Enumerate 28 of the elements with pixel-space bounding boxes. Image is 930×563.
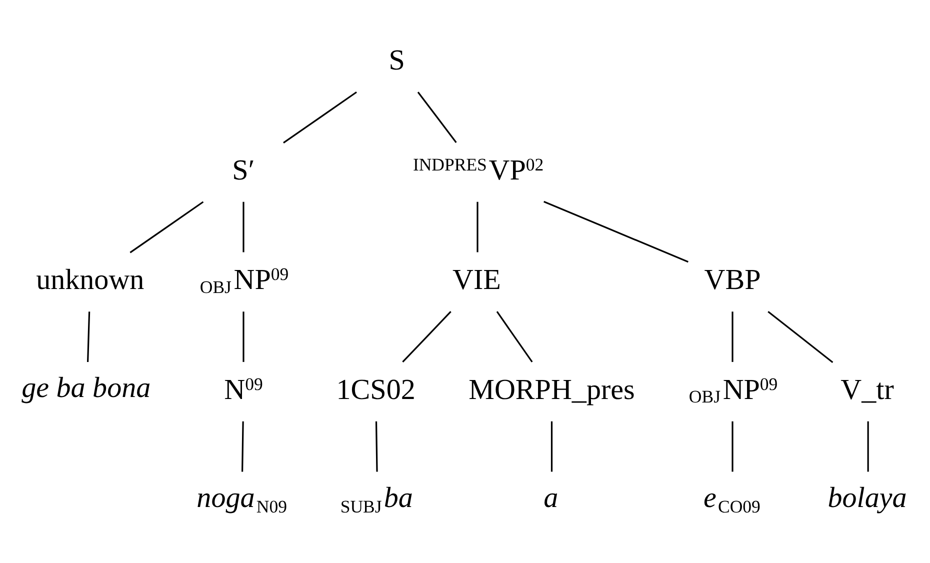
connector [375, 420, 378, 472]
node-text: VIE [452, 264, 501, 296]
connector [417, 91, 457, 142]
node-text: ge ba bona [22, 372, 151, 404]
connector [544, 200, 688, 262]
node-text: S [388, 44, 405, 76]
connector [86, 311, 90, 362]
connector [241, 420, 244, 472]
node-text: unknown [36, 264, 144, 296]
connector [732, 420, 734, 472]
connector [768, 310, 834, 362]
connector [130, 200, 204, 253]
connector [242, 311, 244, 362]
node-text: a [544, 481, 558, 514]
node-text: 1CS02 [336, 373, 416, 406]
connector [550, 420, 553, 472]
node-text: S′ [232, 154, 255, 186]
connector [283, 90, 357, 143]
connector [496, 310, 533, 362]
node-text: V_tr [840, 373, 894, 406]
node-text: VBP [704, 264, 761, 296]
node-text: bolaya [828, 481, 907, 514]
connector [242, 201, 244, 252]
connector [402, 310, 452, 362]
connector [732, 311, 734, 362]
connector [867, 420, 869, 472]
connector [476, 201, 478, 252]
node-text: MORPH_pres [468, 373, 635, 406]
